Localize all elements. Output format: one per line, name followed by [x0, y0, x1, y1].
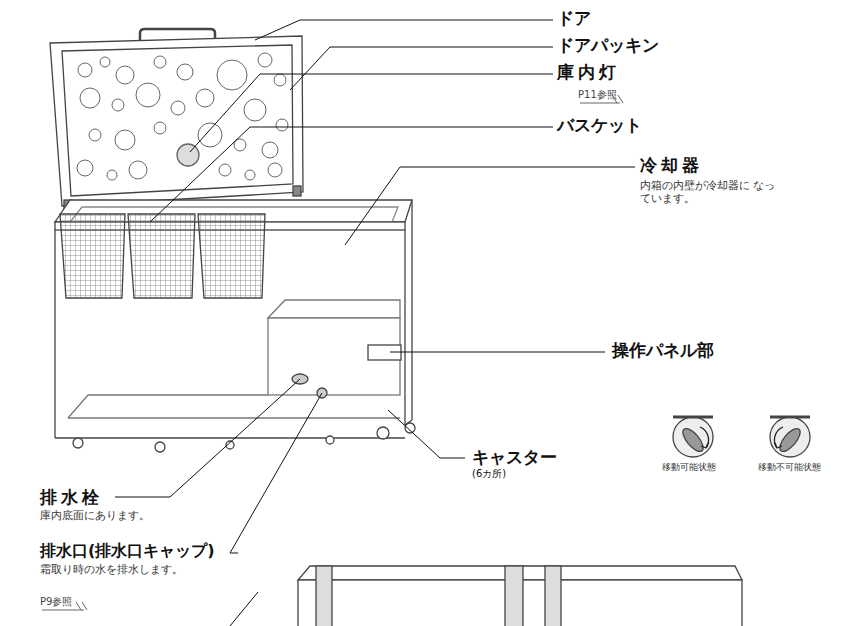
- part-name: ドア: [557, 9, 591, 29]
- part-name: 冷却器: [640, 156, 703, 176]
- part-note: (6カ所): [472, 468, 506, 480]
- page-reference: P11参照: [578, 89, 617, 101]
- closed-freezer: [298, 566, 742, 626]
- interior-lamp: [177, 144, 199, 166]
- leader-lines: [42, 20, 635, 626]
- part-name: 排水口(排水口キャップ): [40, 542, 215, 560]
- part-name: バスケット: [557, 116, 642, 136]
- part-note: 霜取り時の水を排水します。: [40, 564, 183, 577]
- basket-set: [60, 214, 265, 298]
- part-note: 内箱の内壁が冷却器に なっています。: [640, 180, 780, 205]
- page-reference: P9参照: [40, 596, 72, 608]
- part-name: 操作パネル部: [612, 341, 714, 361]
- part-name: ドアパッキン: [557, 36, 659, 56]
- freezer-body: [55, 200, 415, 452]
- casters: [73, 423, 415, 452]
- state-caption: 移動不可能状態: [758, 462, 821, 472]
- part-name: 庫内灯: [557, 63, 620, 83]
- part-name: キャスター: [472, 448, 557, 468]
- freezer-lid: [50, 29, 303, 210]
- part-note: 庫内底面にあります。: [40, 510, 150, 523]
- part-name: 排水栓: [40, 488, 103, 508]
- caster-state-icons: [673, 417, 810, 457]
- state-caption: 移動可能状態: [662, 462, 716, 472]
